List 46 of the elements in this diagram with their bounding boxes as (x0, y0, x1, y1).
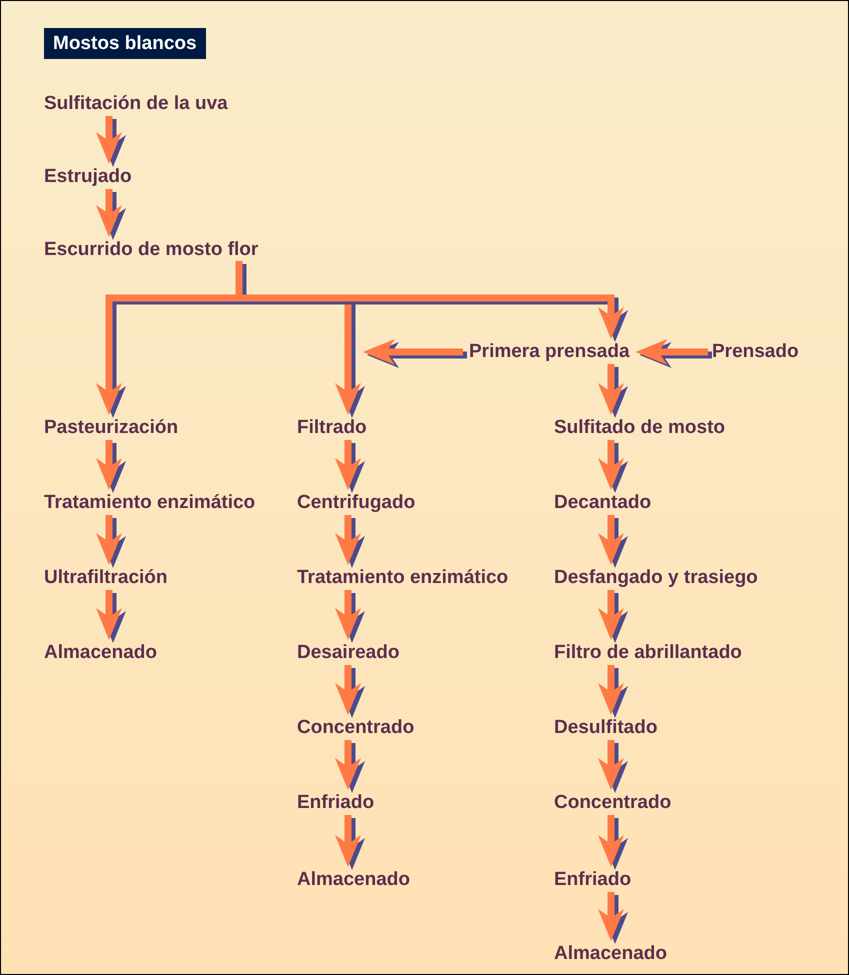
process-step: Almacenado (554, 943, 667, 965)
process-step: Almacenado (44, 642, 157, 664)
arrow (598, 665, 624, 715)
process-step: Decantado (554, 492, 652, 514)
process-step: Enfriado (297, 792, 374, 814)
process-step: Pasteurización (44, 417, 178, 439)
process-step: Enfriado (554, 869, 632, 891)
arrow (636, 339, 708, 365)
process-step: Filtro de abrillantado (554, 642, 742, 664)
arrow (335, 515, 361, 565)
process-step: Desulfitado (554, 717, 658, 739)
process-step: Concentrado (297, 717, 414, 739)
process-step: Tratamiento enzimático (44, 492, 256, 514)
process-step: Centrifugado (297, 492, 416, 514)
process-step: Tratamiento enzimático (297, 567, 508, 589)
process-step: Desaireado (297, 642, 400, 664)
arrow (598, 515, 624, 565)
process-step: Desfangado y trasiego (554, 567, 758, 589)
arrow (96, 189, 122, 237)
arrow (335, 665, 361, 715)
process-step: Ultrafiltración (44, 567, 168, 589)
process-step: Sulfitación de la uva (44, 93, 228, 115)
process-step: Estrujado (44, 166, 132, 188)
process-step: Filtrado (297, 417, 367, 439)
arrow (335, 815, 361, 867)
arrow (598, 740, 624, 790)
arrow (335, 440, 361, 490)
process-step: Almacenado (297, 869, 410, 891)
arrow (598, 892, 624, 941)
title: Mostos blancos (44, 28, 206, 59)
process-step: Sulfitado de mosto (554, 417, 725, 439)
arrow (598, 364, 624, 415)
arrow (598, 815, 624, 867)
arrow (335, 740, 361, 790)
arrow (598, 440, 624, 490)
process-step: Escurrido de mosto flor (44, 239, 364, 261)
arrow (335, 590, 361, 640)
arrow (96, 590, 122, 640)
arrow (96, 515, 122, 565)
process-step: Prensado (712, 341, 799, 363)
arrow (96, 116, 122, 164)
arrow (96, 440, 122, 490)
arrow (598, 590, 624, 640)
process-step: Concentrado (554, 792, 672, 814)
process-step: Primera prensada (469, 341, 630, 363)
arrow (363, 339, 463, 365)
